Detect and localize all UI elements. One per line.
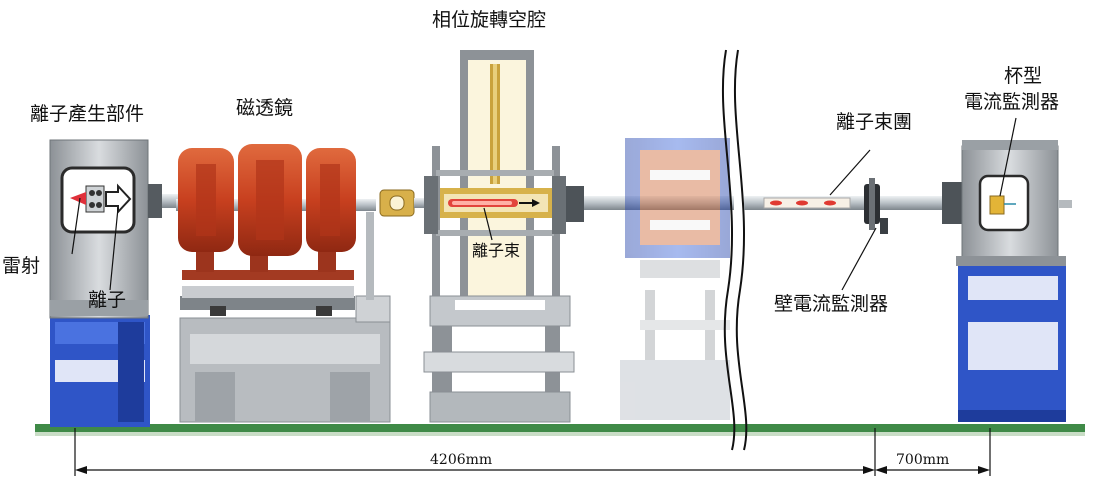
label-wall-monitor: 壁電流監測器 [774, 293, 889, 315]
leader-lines [71, 117, 1017, 291]
label-ion-bunch: 離子束團 [836, 111, 913, 133]
ground-strip [35, 424, 1085, 432]
wall-current-monitor [864, 178, 944, 234]
label-laser: 雷射 [2, 255, 41, 277]
magnetic-lens-assembly [176, 144, 391, 423]
ground-shadow [35, 432, 1085, 436]
label-ion-source: 離子產生部件 [30, 103, 145, 125]
dimension-arrows [75, 466, 990, 474]
phase-rotation-cavity [423, 50, 575, 423]
dimension-lines [74, 428, 991, 476]
label-ion-beam: 離子束 [472, 241, 521, 260]
dimension-right-span: 700mm [896, 452, 950, 468]
break-mark [721, 49, 748, 451]
dimension-left-span: 4206mm [430, 452, 493, 468]
label-phase-cavity: 相位旋轉空腔 [432, 9, 547, 31]
faraday-cup-unit [942, 140, 1072, 422]
faded-equipment [620, 138, 730, 420]
downstream-beam-pipe [744, 196, 864, 210]
label-magnetic-lens: 磁透鏡 [236, 97, 294, 119]
label-faraday-cup-1: 杯型 [1004, 65, 1043, 87]
ion-source-unit [49, 139, 180, 427]
label-ion-cut: 離子 [88, 289, 127, 311]
label-faraday-cup-2: 電流監測器 [964, 91, 1060, 113]
